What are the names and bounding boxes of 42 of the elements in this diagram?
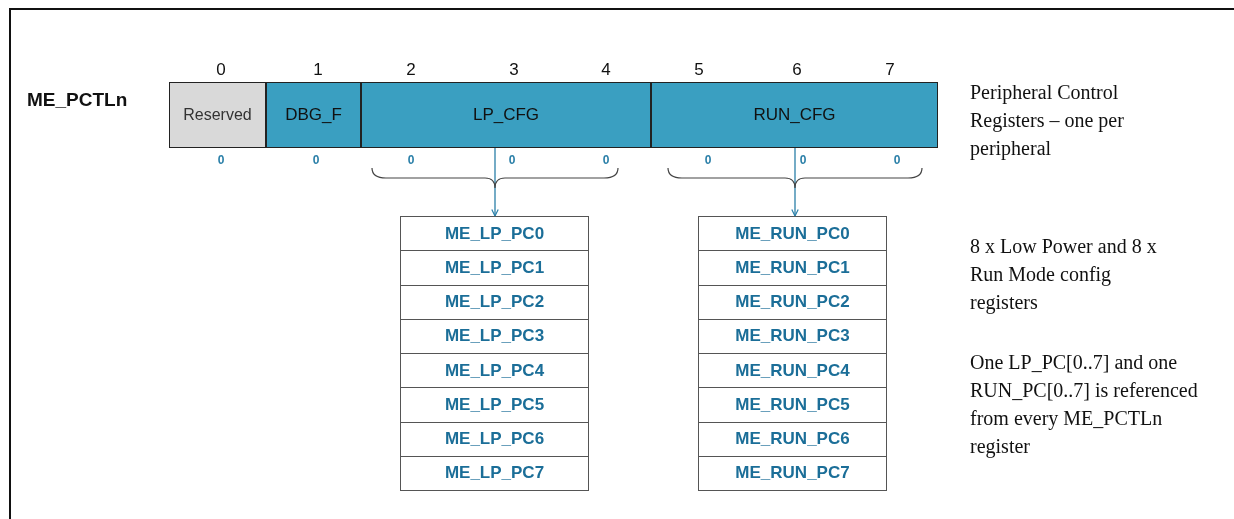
bit-number: 5 bbox=[693, 60, 705, 80]
register-row: ME_LP_PC5 bbox=[400, 387, 589, 423]
register-row: ME_RUN_PC5 bbox=[698, 387, 887, 423]
register-row: ME_RUN_PC3 bbox=[698, 318, 887, 354]
arrow bbox=[491, 147, 499, 217]
register-field: DBG_F bbox=[266, 82, 361, 148]
reset-value: 0 bbox=[406, 153, 416, 167]
reset-value: 0 bbox=[601, 153, 611, 167]
arrow bbox=[791, 147, 799, 217]
note-text: One LP_PC[0..7] and one RUN_PC[0..7] is referenced from every ME_PCTLn register bbox=[970, 350, 1199, 460]
bit-number: 4 bbox=[600, 60, 612, 80]
register-row: ME_RUN_PC0 bbox=[698, 216, 887, 252]
register-row: ME_LP_PC4 bbox=[400, 353, 589, 389]
register-name: ME_PCTLn bbox=[27, 89, 128, 111]
bit-number: 6 bbox=[791, 60, 803, 80]
reset-value: 0 bbox=[703, 153, 713, 167]
note-text: 8 x Low Power and 8 x Run Mode config registers bbox=[970, 234, 1158, 316]
register-row: ME_LP_PC6 bbox=[400, 421, 589, 457]
reset-value: 0 bbox=[311, 153, 321, 167]
register-field: LP_CFG bbox=[361, 82, 651, 148]
register-row: ME_LP_PC2 bbox=[400, 284, 589, 320]
register-row: ME_RUN_PC6 bbox=[698, 421, 887, 457]
bit-number: 7 bbox=[884, 60, 896, 80]
register-field: RUN_CFG bbox=[651, 82, 938, 148]
register-row: ME_LP_PC7 bbox=[400, 455, 589, 491]
register-row: ME_LP_PC0 bbox=[400, 216, 589, 252]
note-text: Peripheral Control Registers – one per peripheral bbox=[970, 80, 1125, 162]
reset-value: 0 bbox=[507, 153, 517, 167]
reset-value: 0 bbox=[216, 153, 226, 167]
register-row: ME_LP_PC1 bbox=[400, 250, 589, 286]
bit-number: 2 bbox=[405, 60, 417, 80]
bit-number: 3 bbox=[508, 60, 520, 80]
bit-number: 0 bbox=[215, 60, 227, 80]
register-row: ME_RUN_PC1 bbox=[698, 250, 887, 286]
register-row: ME_RUN_PC2 bbox=[698, 284, 887, 320]
reserved-field: Reserved bbox=[169, 82, 266, 148]
reset-value: 0 bbox=[892, 153, 902, 167]
bit-number: 1 bbox=[312, 60, 324, 80]
register-row: ME_RUN_PC7 bbox=[698, 455, 887, 491]
reset-value: 0 bbox=[798, 153, 808, 167]
register-row: ME_LP_PC3 bbox=[400, 318, 589, 354]
register-row: ME_RUN_PC4 bbox=[698, 353, 887, 389]
